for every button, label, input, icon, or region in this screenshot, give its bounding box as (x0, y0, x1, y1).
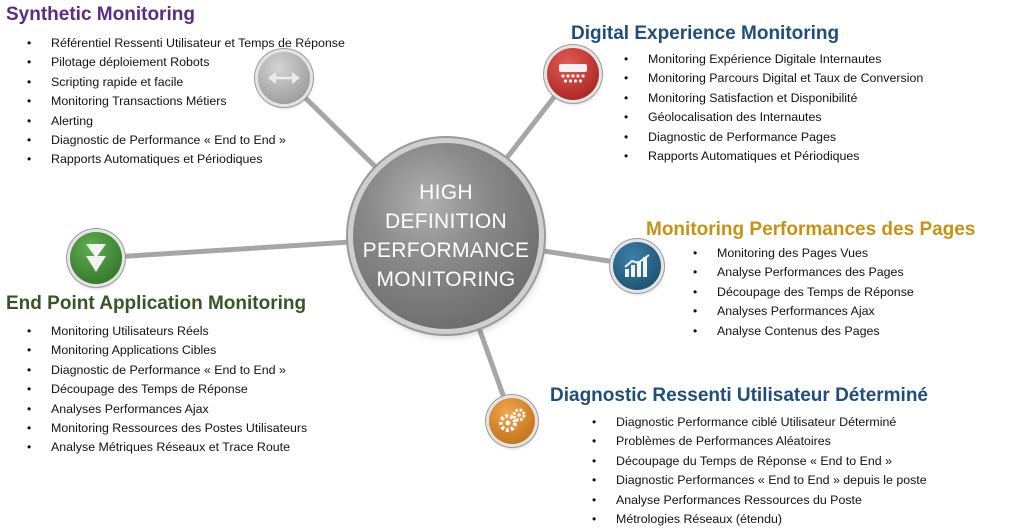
list-item: Analyses Performances Ajax (27, 400, 307, 420)
list-item: Diagnostic de Performance « End to End » (27, 131, 345, 151)
central-hub: HIGH DEFINITION PERFORMANCE MONITORING (353, 143, 539, 329)
hub-line-4: MONITORING (376, 268, 516, 291)
list-item: Monitoring Applications Cibles (27, 341, 307, 361)
section-synthetic-monitoring: Synthetic Monitoring Référentiel Ressent… (6, 4, 345, 170)
list-item: Monitoring Utilisateurs Réels (27, 322, 307, 342)
synthetic-monitoring-title: Synthetic Monitoring (6, 4, 195, 25)
list-item: Découpage du Temps de Réponse « End to E… (592, 452, 928, 472)
list-item: Monitoring Expérience Digitale Internaut… (624, 50, 923, 70)
list-item: Analyse Métriques Réseaux et Trace Route (27, 438, 307, 458)
section-user-diagnostic: Diagnostic Ressenti Utilisateur Détermin… (550, 385, 928, 530)
keyboard-icon (547, 48, 599, 100)
list-item: Monitoring Transactions Métiers (27, 92, 345, 112)
digital-experience-title: Digital Experience Monitoring (571, 23, 840, 44)
list-item: Monitoring Ressources des Postes Utilisa… (27, 419, 307, 439)
list-item: Géolocalisation des Internautes (624, 108, 923, 128)
list-item: Monitoring Satisfaction et Disponibilité (624, 89, 923, 109)
list-item: Diagnostic de Performance « End to End » (27, 361, 307, 381)
list-item: Analyses Performances Ajax (693, 302, 975, 322)
list-item: Analyse Performances Ressources du Poste (592, 491, 928, 511)
list-item: Découpage des Temps de Réponse (693, 283, 975, 303)
section-end-point-monitoring: End Point Application Monitoring Monitor… (6, 293, 307, 458)
hub-line-2: DEFINITION (385, 210, 507, 233)
list-item: Alerting (27, 112, 345, 132)
gears-icon (489, 398, 535, 444)
list-item: Diagnostic de Performance Pages (624, 128, 923, 148)
end-point-title: End Point Application Monitoring (6, 293, 307, 314)
list-item: Diagnostic Performance ciblé Utilisateur… (592, 413, 928, 433)
list-item: Rapports Automatiques et Périodiques (624, 147, 923, 167)
list-item: Problèmes de Performances Aléatoires (592, 432, 928, 452)
list-item: Diagnostic Performances « End to End » d… (592, 471, 928, 491)
download-arrow-icon (70, 232, 122, 284)
page-performance-title: Monitoring Performances des Pages (646, 219, 976, 240)
list-item: Découpage des Temps de Réponse (27, 380, 307, 400)
user-diagnostic-title: Diagnostic Ressenti Utilisateur Détermin… (550, 385, 928, 406)
list-item: Scripting rapide et facile (27, 73, 345, 93)
list-item: Analyse Contenus des Pages (693, 322, 975, 342)
list-item: Référentiel Ressenti Utilisateur et Temp… (27, 34, 345, 54)
section-page-performance: Monitoring Performances des Pages Monito… (646, 219, 975, 341)
hub-line-3: PERFORMANCE (362, 239, 530, 262)
hub-line-1: HIGH (419, 181, 473, 204)
list-item: Pilotage déploiement Robots (27, 53, 345, 73)
list-item: Métrologies Réseaux (étendu) (592, 510, 928, 530)
list-item: Monitoring Parcours Digital et Taux de C… (624, 69, 923, 89)
bar-chart-icon (613, 242, 661, 290)
section-digital-experience-monitoring: Digital Experience Monitoring Monitoring… (571, 23, 923, 167)
list-item: Rapports Automatiques et Périodiques (27, 150, 345, 170)
list-item: Analyse Performances des Pages (693, 263, 975, 283)
list-item: Monitoring des Pages Vues (693, 244, 975, 264)
